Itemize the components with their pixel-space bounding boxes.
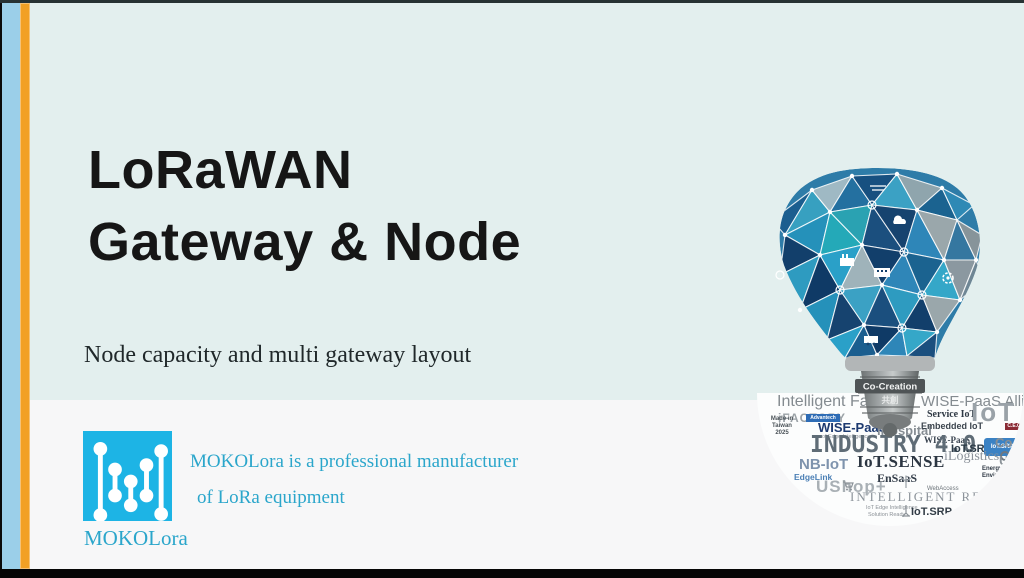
word-service-iot: Service IoT bbox=[927, 409, 977, 420]
word-iot-edge-intelligence: IoT Edge Intelligence bbox=[866, 505, 918, 511]
tagline-line-1: MOKOLora is a professional manufacturer bbox=[190, 451, 519, 472]
word-advantech-badge: Advantech bbox=[806, 414, 840, 422]
word-edgelink: EdgeLink bbox=[794, 472, 833, 482]
word-wise-paas-small: WISE-PaaS bbox=[924, 435, 971, 445]
wind-turbine-icon bbox=[900, 475, 912, 488]
title-line-2: Gateway & Node bbox=[88, 212, 522, 272]
mokolora-logo-icon bbox=[93, 442, 168, 522]
word-embedded-iot: Embedded IoT bbox=[921, 421, 984, 431]
text-lines bbox=[870, 185, 886, 191]
word-wise-paas-alliance: WISE-PaaS Alliance bbox=[921, 393, 1024, 410]
word-iot-srp-bottom: IoT.SRP bbox=[911, 506, 952, 518]
base-label-cjk: 共創 bbox=[881, 395, 898, 406]
bus-icon bbox=[864, 336, 878, 346]
bulb-base: Co-Creation 共創 bbox=[845, 356, 935, 437]
tagline-line-2: of LoRa equipment bbox=[197, 487, 345, 508]
cart-icon bbox=[843, 481, 854, 491]
word-iot-large: IoT bbox=[971, 397, 1016, 427]
left-accent-stripe-blue bbox=[2, 3, 20, 569]
building-icon bbox=[874, 268, 890, 277]
word-iot-srp: IoT.SRP bbox=[951, 443, 992, 455]
title-line-1: LoRaWAN bbox=[88, 140, 353, 200]
lamp-icon bbox=[902, 505, 910, 517]
facet-glyphs bbox=[840, 185, 954, 346]
word-webaccess: WebAccess bbox=[927, 486, 959, 492]
word-nb-iot: NB-IoT bbox=[799, 456, 849, 473]
top-frame-bar bbox=[0, 0, 1024, 3]
base-label: Co-Creation bbox=[863, 382, 918, 393]
subtitle: Node capacity and multi gateway layout bbox=[84, 342, 472, 368]
word-solution-ready: Solution Ready bbox=[868, 512, 906, 518]
mesh-node-dots bbox=[782, 171, 979, 358]
cloud-icon bbox=[893, 215, 906, 224]
word-cec-badge: C.E.C bbox=[1005, 423, 1023, 430]
left-frame-edge bbox=[0, 0, 2, 578]
word-ilogistics: iLogistics bbox=[944, 449, 1000, 464]
word-of-edge-intelligence: of Edge Intelligence bbox=[822, 434, 871, 440]
word-industry-4-0: INDUSTRY 4.0 bbox=[810, 432, 977, 458]
left-accent-stripe-orange bbox=[20, 3, 30, 569]
mokolora-wordmark: MOKOLora bbox=[84, 526, 188, 550]
mesh-node-rings bbox=[775, 200, 927, 333]
bottom-frame-bar bbox=[0, 569, 1024, 578]
bulb-globe-mesh bbox=[779, 168, 981, 358]
gear-icon-facet bbox=[942, 272, 954, 284]
mokolora-logo bbox=[83, 431, 172, 522]
word-iot-sense: IoT.SENSE bbox=[857, 452, 945, 471]
page-title: LoRaWAN Gateway & Node bbox=[88, 134, 521, 278]
factory-icon bbox=[840, 254, 854, 266]
polygon-lightbulb-art: Co-Creation 共創 bbox=[775, 168, 981, 437]
word-cloud-bowl bbox=[757, 393, 1023, 526]
word-made-in-taiwan: Made in Taiwan 2025 bbox=[770, 416, 794, 436]
